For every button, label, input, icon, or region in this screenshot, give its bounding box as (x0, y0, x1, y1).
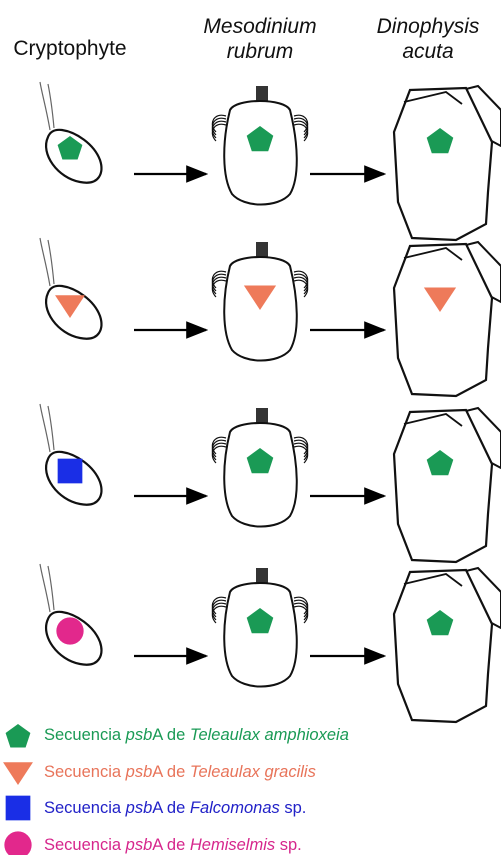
legend-species: Teleaulax amphioxeia (190, 726, 349, 744)
header-dinophysis-line1: Dinophysis (355, 14, 501, 39)
legend-prefix: Secuencia (44, 726, 126, 744)
legend-suffix: sp. (275, 836, 302, 854)
cryptophyte-square-marker (58, 459, 83, 484)
legend-item-amphioxeia: Secuencia psbA de Teleaulax amphioxeia (44, 726, 349, 745)
legend-item-falcomonas: Secuencia psbA de Falcomonas sp. (44, 799, 306, 818)
legend-circle-marker (4, 831, 31, 855)
mesodinium-cell (224, 583, 297, 687)
header-mesodinium-line1: Mesodinium (170, 14, 350, 39)
legend-gene-suffix: A de (152, 836, 190, 854)
dinophysis-cell (394, 410, 492, 562)
dinophysis-cell (394, 88, 492, 240)
legend-gene: psb (126, 799, 153, 817)
legend-gene: psb (126, 726, 153, 744)
legend-pentagon-marker (6, 724, 31, 748)
dinophysis-cell (394, 244, 492, 396)
legend-item-gracilis: Secuencia psbA de Teleaulax gracilis (44, 763, 316, 782)
legend-species: Hemiselmis (190, 836, 275, 854)
legend-gene: psb (126, 763, 153, 781)
mesodinium-cell (224, 101, 297, 205)
legend-gene-suffix: A de (152, 726, 190, 744)
row-4 (40, 564, 501, 722)
legend-gene: psb (126, 836, 153, 854)
legend-square-marker (6, 796, 31, 821)
header-dinophysis: Dinophysis acuta (355, 14, 501, 64)
legend-prefix: Secuencia (44, 763, 126, 781)
legend-gene-suffix: A de (152, 763, 190, 781)
header-mesodinium: Mesodinium rubrum (170, 14, 350, 64)
dinophysis-cell (394, 570, 492, 722)
mesodinium-cell (224, 423, 297, 527)
legend-triangle-marker (3, 762, 33, 785)
cryptophyte-circle-marker (56, 617, 83, 644)
legend-item-hemiselmis: Secuencia psbA de Hemiselmis sp. (44, 836, 302, 855)
legend-suffix: sp. (280, 799, 307, 817)
row-3 (40, 404, 501, 562)
legend-prefix: Secuencia (44, 799, 126, 817)
row-2 (40, 238, 501, 396)
header-dinophysis-line2: acuta (355, 39, 501, 64)
legend-species: Teleaulax gracilis (190, 763, 316, 781)
legend-species: Falcomonas (190, 799, 280, 817)
row-1 (40, 82, 501, 240)
header-cryptophyte: Cryptophyte (0, 36, 140, 61)
legend-gene-suffix: A de (152, 799, 190, 817)
header-mesodinium-line2: rubrum (170, 39, 350, 64)
legend-prefix: Secuencia (44, 836, 126, 854)
